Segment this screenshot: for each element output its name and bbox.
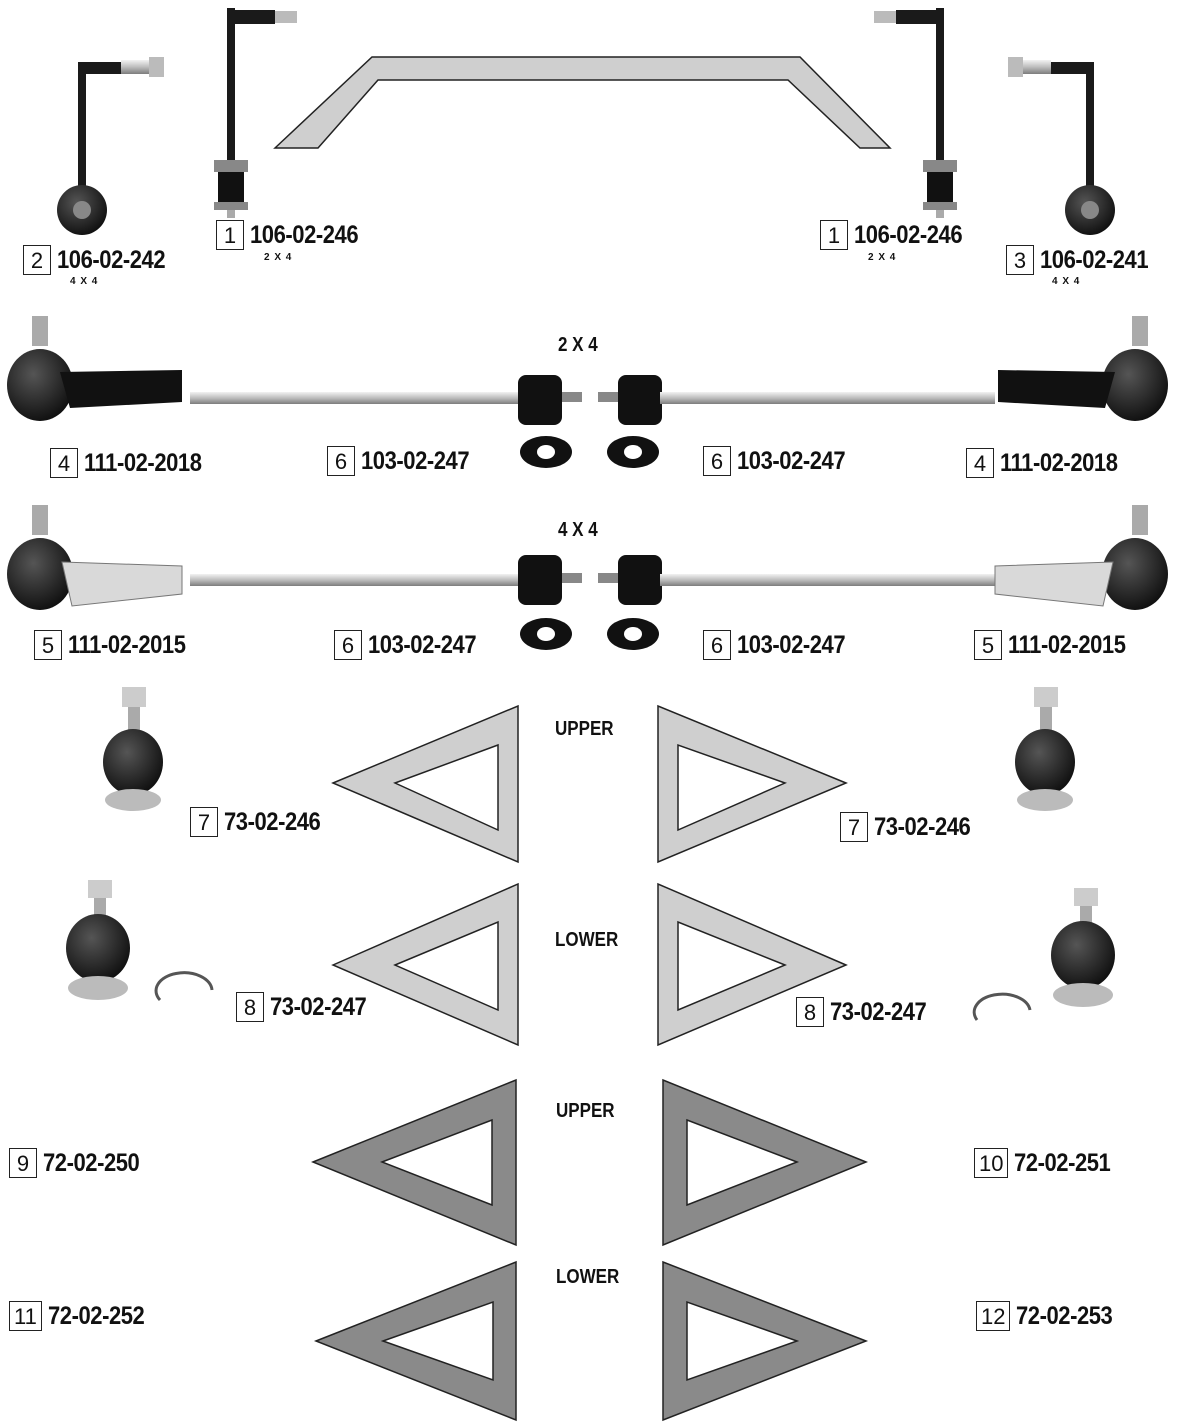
part-number: 111-02-2018	[1000, 449, 1118, 477]
ball-joint-7-right	[1015, 687, 1075, 811]
thread	[562, 392, 582, 402]
part-number: 106-02-246	[250, 221, 359, 249]
callout-number: 8	[236, 992, 264, 1022]
part-number: 73-02-246	[224, 808, 321, 836]
callout-number: 9	[9, 1148, 37, 1178]
sway-link-3	[1008, 57, 1115, 235]
part-label: 3 106-02-241	[1006, 245, 1163, 275]
callout-number: 1	[216, 220, 244, 250]
part-number: 103-02-247	[368, 631, 477, 659]
callout-number: 12	[976, 1301, 1011, 1331]
part-label: 8 73-02-247	[236, 992, 379, 1022]
part-number: 103-02-247	[737, 447, 846, 475]
part-label: 6 103-02-247	[703, 446, 860, 476]
part-number: 106-02-242	[57, 246, 166, 274]
part-label: 1 106-02-246	[216, 220, 373, 250]
tie-rod-2x4-left	[190, 392, 520, 404]
part-number: 72-02-251	[1014, 1149, 1111, 1177]
callout-number: 2	[23, 245, 51, 275]
part-number: 72-02-250	[43, 1149, 140, 1177]
part-number: 72-02-252	[47, 1302, 145, 1330]
part-label: 1 106-02-246	[820, 220, 977, 250]
drive-type: 2 X 4	[868, 252, 897, 263]
part-number: 72-02-253	[1016, 1302, 1113, 1330]
part-number: 111-02-2018	[84, 449, 202, 477]
header-lower: LOWER	[556, 1266, 620, 1288]
part-label: 5 111-02-2015	[34, 630, 202, 660]
part-number: 73-02-247	[830, 998, 927, 1026]
tie-rod-end-5-right	[994, 505, 1168, 610]
drive-type: 4 X 4	[1052, 276, 1081, 287]
part-label: 4 111-02-2018	[50, 448, 218, 478]
part-label: 6 103-02-247	[327, 446, 484, 476]
part-label: 5 111-02-2015	[974, 630, 1142, 660]
callout-number: 5	[34, 630, 62, 660]
tie-rod-end-5-left	[7, 505, 183, 610]
callout-number: 5	[974, 630, 1002, 660]
sway-link-1-right	[874, 8, 957, 218]
part-label: 4 111-02-2018	[966, 448, 1134, 478]
inner-tie-rod-joint	[518, 555, 562, 605]
drive-type: 2 X 4	[264, 252, 293, 263]
part-label: 10 72-02-251	[974, 1148, 1124, 1178]
ball-joint-8-right	[972, 888, 1115, 1021]
header-2x4: 2 X 4	[558, 334, 598, 356]
tie-rod-2x4-right	[660, 392, 995, 404]
part-label: 8 73-02-247	[796, 997, 939, 1027]
part-number: 73-02-247	[270, 993, 367, 1021]
callout-number: 7	[840, 812, 868, 842]
header-upper: UPPER	[555, 718, 614, 740]
part-number: 103-02-247	[737, 631, 846, 659]
tie-rod-end-4-right	[998, 316, 1168, 421]
inner-tie-rod-joint	[618, 555, 662, 605]
callout-number: 8	[796, 997, 824, 1027]
part-label: 9 72-02-250	[9, 1148, 152, 1178]
thread	[598, 392, 618, 402]
callout-number: 7	[190, 807, 218, 837]
thread	[598, 573, 618, 583]
part-label: 11 72-02-252	[9, 1301, 157, 1331]
sway-link-1-left	[214, 8, 297, 218]
callout-number: 4	[966, 448, 994, 478]
drive-type: 4 X 4	[70, 276, 99, 287]
callout-number: 1	[820, 220, 848, 250]
header-4x4: 4 X 4	[558, 519, 598, 541]
inner-tie-rod-joint	[518, 375, 562, 425]
part-label: 12 72-02-253	[976, 1301, 1126, 1331]
header-lower: LOWER	[555, 929, 619, 951]
sway-link-2	[57, 57, 164, 235]
part-label: 7 73-02-246	[840, 812, 983, 842]
callout-number: 6	[327, 446, 355, 476]
callout-number: 6	[334, 630, 362, 660]
header-upper: UPPER	[556, 1100, 615, 1122]
tie-rod-4x4-right	[660, 574, 995, 586]
callout-number: 6	[703, 446, 731, 476]
callout-number: 11	[9, 1301, 42, 1331]
callout-number: 10	[974, 1148, 1009, 1178]
part-label: 6 103-02-247	[334, 630, 491, 660]
ball-joint-7-left	[103, 687, 163, 811]
ball-joint-8-left	[66, 880, 214, 1002]
inner-tie-rod-joint	[618, 375, 662, 425]
part-number: 106-02-241	[1040, 246, 1149, 274]
tie-rod-4x4-left	[190, 574, 520, 586]
part-number: 111-02-2015	[68, 631, 186, 659]
callout-number: 4	[50, 448, 78, 478]
stabilizer-bar	[273, 56, 892, 149]
callout-number: 6	[703, 630, 731, 660]
part-number: 106-02-246	[854, 221, 963, 249]
part-number: 73-02-246	[874, 813, 971, 841]
part-label: 6 103-02-247	[703, 630, 860, 660]
callout-number: 3	[1006, 245, 1034, 275]
part-label: 7 73-02-246	[190, 807, 333, 837]
part-number: 111-02-2015	[1008, 631, 1126, 659]
part-number: 103-02-247	[361, 447, 470, 475]
thread	[562, 573, 582, 583]
part-label: 2 106-02-242	[23, 245, 180, 275]
tie-rod-end-4-left	[7, 316, 182, 421]
